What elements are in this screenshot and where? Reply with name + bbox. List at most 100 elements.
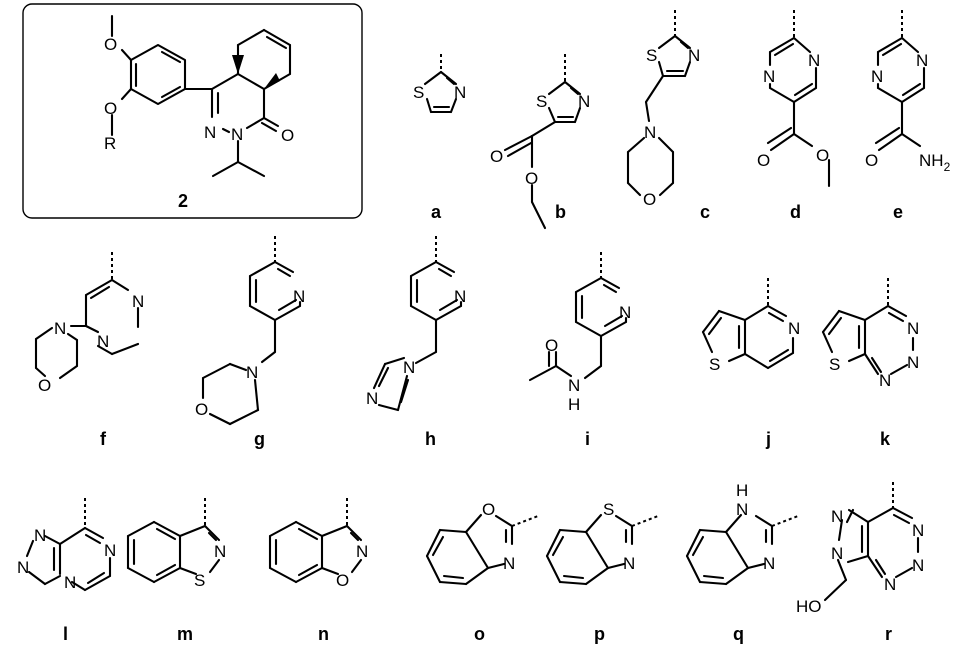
structure-g: N N O g: [195, 236, 305, 449]
structure-l: N N N N l: [17, 498, 116, 644]
atom-o: O: [545, 336, 558, 355]
atom-o: O: [865, 151, 878, 170]
atom-s: S: [709, 355, 720, 374]
label-o: o: [474, 624, 485, 644]
atom-n: N: [503, 554, 515, 573]
compound-2-structure: O O R N N O 2: [22, 3, 363, 219]
atom-n: N: [763, 554, 775, 573]
label-j: j: [765, 429, 771, 449]
atom-h: H: [736, 481, 748, 500]
structure-c: S N N O c: [626, 10, 710, 222]
compound-2-label: 2: [178, 191, 188, 211]
structure-h: N N N h: [366, 236, 466, 449]
atom-n: N: [831, 544, 843, 563]
atom-o: O: [482, 500, 495, 519]
atom-n: N: [831, 507, 843, 526]
label-m: m: [177, 624, 193, 644]
structure-b: S N O O b: [490, 54, 590, 230]
label-h: h: [425, 429, 436, 449]
atom-n: N: [884, 575, 896, 594]
substituent-r: R: [104, 134, 116, 153]
atom-n: N: [568, 376, 580, 395]
atom-n: N: [454, 83, 466, 102]
structure-r: N N N N N HO r: [796, 482, 924, 644]
atom-ho: HO: [796, 597, 822, 616]
atom-n: N: [763, 67, 775, 86]
atom-n: N: [366, 389, 378, 408]
atom-n: N: [104, 541, 116, 560]
atom-n: N: [214, 542, 226, 561]
structure-e: N N O NH2 e: [865, 10, 951, 222]
atom-n: N: [578, 92, 590, 111]
atom-s: S: [603, 500, 614, 519]
atom-n: N: [17, 558, 29, 577]
atom-o: O: [281, 126, 294, 145]
structure-m: N S m: [126, 498, 226, 644]
atom-n: N: [132, 292, 144, 311]
atom-n: N: [97, 332, 109, 351]
atom-s: S: [536, 92, 547, 111]
atom-n: N: [912, 521, 924, 540]
atom-o: O: [643, 190, 656, 209]
label-p: p: [594, 624, 605, 644]
atom-n: N: [231, 125, 243, 144]
atom-o: O: [525, 169, 538, 188]
atom-n: N: [907, 353, 919, 372]
atom-o: O: [104, 99, 117, 118]
atom-n: N: [246, 363, 258, 382]
atom-n: N: [623, 554, 635, 573]
atom-n: N: [454, 287, 466, 306]
atom-n: N: [293, 287, 305, 306]
label-f: f: [100, 429, 107, 449]
structure-i: N O N H i: [528, 252, 631, 449]
structure-p: S N p: [545, 500, 659, 644]
atom-o: O: [104, 35, 117, 54]
label-b: b: [555, 202, 566, 222]
structure-j: N S j: [701, 278, 800, 449]
label-i: i: [585, 429, 590, 449]
atom-n: N: [34, 526, 46, 545]
structure-a: S N a: [413, 54, 466, 222]
atom-h: H: [568, 395, 580, 414]
atom-o: O: [336, 571, 349, 590]
label-e: e: [893, 202, 903, 222]
atom-n: N: [619, 303, 631, 322]
atom-n: N: [871, 67, 883, 86]
atom-n: N: [356, 542, 368, 561]
atom-n: N: [879, 371, 891, 390]
structure-k: N N S N k: [821, 278, 919, 449]
atom-n: N: [64, 573, 76, 592]
atom-o: O: [757, 151, 770, 170]
atom-n: N: [808, 51, 820, 70]
structure-f: N N N O f: [34, 252, 144, 449]
atom-n: N: [403, 358, 415, 377]
label-l: l: [63, 624, 68, 644]
atom-s: S: [829, 355, 840, 374]
structure-o: O N o: [425, 500, 539, 644]
atom-s: S: [194, 571, 205, 590]
label-k: k: [880, 429, 891, 449]
atom-n: N: [736, 500, 748, 519]
structure-d: N N O O d: [757, 10, 831, 222]
atom-s: S: [646, 46, 657, 65]
atom-nh: NH2: [919, 151, 951, 174]
structure-q: H N N q: [685, 481, 799, 644]
atom-o: O: [38, 376, 51, 395]
label-q: q: [733, 624, 744, 644]
atom-n: N: [688, 46, 700, 65]
compound-2-frame: [22, 3, 363, 219]
atom-n: N: [204, 123, 216, 142]
label-r: r: [885, 624, 892, 644]
atom-n: N: [54, 319, 66, 338]
atom-o: O: [816, 146, 829, 165]
atom-n: N: [644, 123, 656, 142]
atom-n: N: [916, 51, 928, 70]
label-n: n: [318, 624, 329, 644]
atom-n: N: [907, 319, 919, 338]
atom-o: O: [490, 147, 503, 166]
label-g: g: [254, 429, 265, 449]
atom-n: N: [788, 319, 800, 338]
label-d: d: [790, 202, 801, 222]
